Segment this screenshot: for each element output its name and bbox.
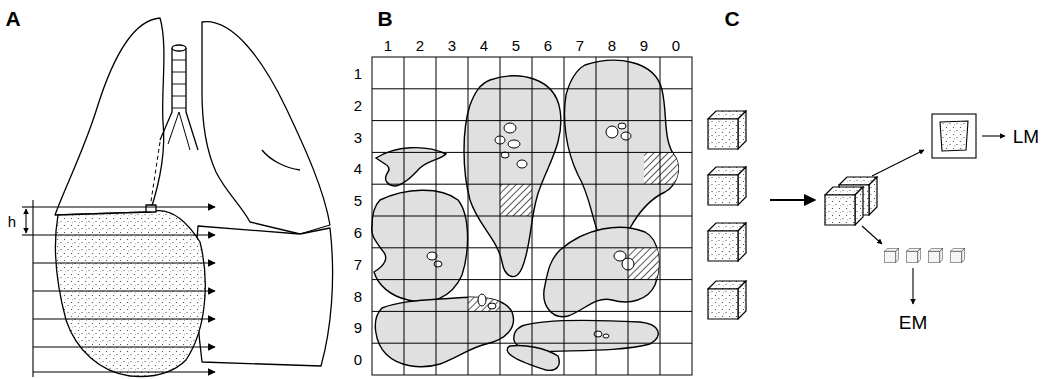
column-number: 4 [480, 38, 488, 53]
column-number: 6 [544, 38, 552, 53]
column-number: 2 [416, 38, 424, 53]
row-number: 9 [354, 320, 362, 335]
panel-letter: A [5, 8, 20, 29]
row-number: 1 [354, 65, 362, 80]
method-label: LM [1013, 127, 1039, 146]
row-number: 8 [354, 288, 362, 303]
row-number: 5 [354, 193, 362, 208]
column-number: 8 [608, 38, 616, 53]
row-number: 2 [354, 97, 362, 112]
dimension-label: h [8, 214, 16, 229]
row-number: 3 [354, 129, 362, 144]
column-number: 9 [640, 38, 648, 53]
row-number: 0 [354, 352, 362, 367]
column-number: 3 [448, 38, 456, 53]
row-number: 6 [354, 224, 362, 239]
column-number: 1 [384, 38, 392, 53]
panel-letter: B [377, 8, 392, 29]
panel-letter: C [724, 8, 739, 29]
method-label: EM [899, 313, 928, 332]
column-number: 0 [672, 38, 680, 53]
row-number: 4 [354, 161, 362, 176]
column-number: 5 [512, 38, 520, 53]
column-number: 7 [576, 38, 584, 53]
row-number: 7 [354, 256, 362, 271]
